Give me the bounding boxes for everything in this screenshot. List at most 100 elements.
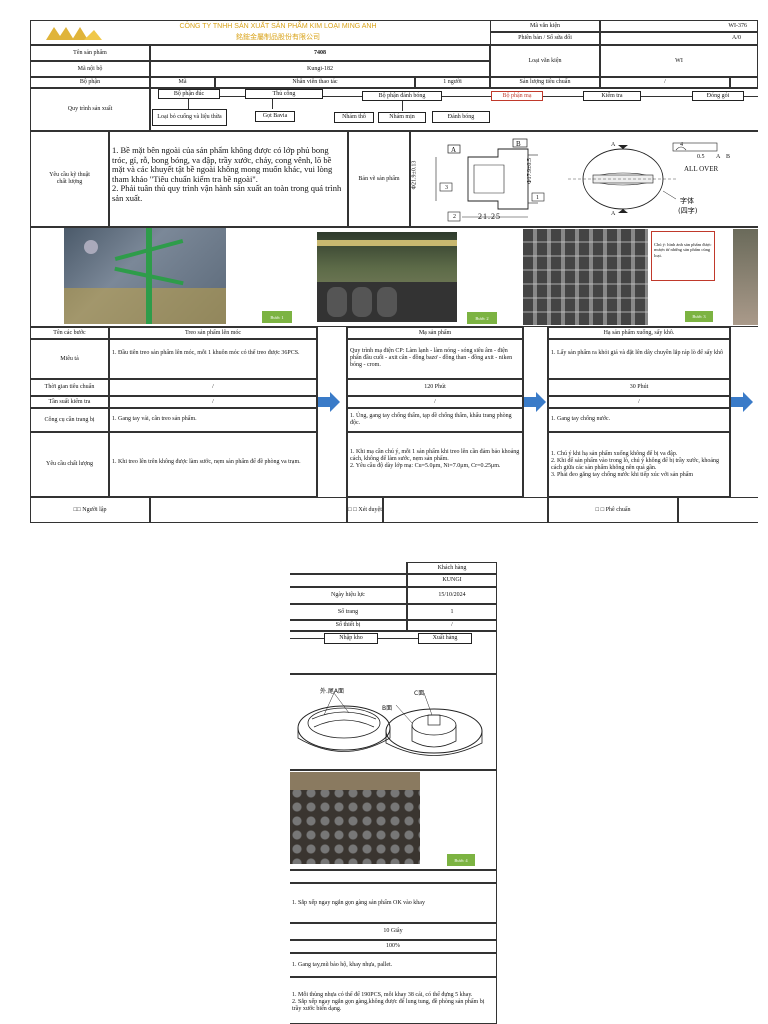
effective-date: 15/10/2024 <box>407 587 497 604</box>
p2-drawing-area <box>290 674 497 770</box>
product-sketch <box>297 692 483 756</box>
photo-step-3 <box>523 229 648 325</box>
drawing-box-1: 1 <box>536 195 539 201</box>
approver-label: □ □ Phê chuẩn <box>548 497 678 523</box>
photo-step-4 <box>290 772 420 864</box>
doc-code-label: Mã văn kiện <box>490 20 600 32</box>
product-drawing <box>435 138 718 222</box>
company-name-vi: CÔNG TY TNHH SẢN XUẤT SẢN PHẨM KIM LOẠI … <box>179 23 377 30</box>
quality-text: 1. Bề mặt bên ngoài của sản phẩm không đ… <box>109 131 348 227</box>
sketch-label-c: C面 <box>414 690 425 697</box>
process-label: Quy trình sản xuất <box>30 88 150 131</box>
creator-label: □□ Người lập <box>30 497 150 523</box>
drawing-box-2: 2 <box>453 214 456 220</box>
p2-photo-area <box>290 770 497 870</box>
step3-time: 30 Phút <box>548 379 730 396</box>
drawing-dim-dia2: Φ17.9±0.5 <box>526 158 533 184</box>
company-logo <box>44 24 104 42</box>
step3-freq: / <box>548 396 730 408</box>
drawing-tolerance-a: A <box>716 154 721 160</box>
drawing-label: Bản vẽ sản phẩm <box>348 131 410 227</box>
step4-quality: 1. Mỗi thùng nhựa có thể để 190PCS, mỗi … <box>290 977 497 1024</box>
internal-code-label: Mã nội bộ <box>30 61 150 77</box>
arrow-right-icon <box>731 392 753 412</box>
logo-cell <box>30 20 490 45</box>
doc-type: WI <box>600 45 758 77</box>
photo-step-3b <box>733 229 758 325</box>
arrow-right-icon <box>524 392 546 412</box>
step2-quality: 1. Khi mạ cần chú ý, mỗi 1 sản phẩm khi … <box>347 432 523 497</box>
device: / <box>407 620 497 631</box>
step3-name: Hạ sản phẩm xuống, sấy khô. <box>548 327 730 339</box>
drawing-box-3: 3 <box>445 185 448 191</box>
quality-label: Yêu cầu kỹ thuật chất lượng <box>30 131 109 227</box>
process-area <box>150 88 758 131</box>
row-label-time: Thời gian tiêu chuẩn <box>30 379 109 396</box>
step1-time: / <box>109 379 317 396</box>
step4-time: 10 Giây <box>290 923 497 940</box>
version: A/0 <box>600 32 758 45</box>
process-step-packing: Đóng gói <box>692 91 744 101</box>
photo-tag-4: Bước 4 <box>447 854 475 866</box>
photo-tag-1: Bước 1 <box>262 311 292 323</box>
operator-label: Nhân viên thao tác <box>215 77 415 88</box>
p2-row-2-left <box>290 574 407 587</box>
process-sub-rough: Nhám thô <box>334 112 374 123</box>
device-label: Số thiết bị <box>290 620 407 631</box>
photo-step-1 <box>64 228 226 324</box>
step1-desc: 1. Đầu tiên treo sản phẩm lên móc, mỗi 1… <box>109 339 317 379</box>
drawing-dim-dia1: Φ21.9±0.13 <box>411 160 418 190</box>
process-sub-polish: Đánh bóng <box>432 111 490 123</box>
step4-desc: 1. Sắp xếp ngay ngắn gọn gàng sản phẩm O… <box>290 883 497 923</box>
photo-tag-3: Bước 3 <box>685 311 713 322</box>
approver-value[interactable] <box>678 497 758 523</box>
drawing-dim-length: 21.25 <box>478 212 501 221</box>
std-output-label: Sản lượng tiêu chuẩn <box>490 77 600 88</box>
p2-name-row <box>290 870 497 883</box>
step2-desc: Quy trình mạ điện CP: Làm lạnh - làm nón… <box>347 339 523 379</box>
pages: 1 <box>407 604 497 620</box>
creator-value[interactable] <box>150 497 347 523</box>
dept-code: Mã <box>150 77 215 88</box>
doc-code: WI-376 <box>600 20 758 32</box>
std-output-extra <box>730 77 758 88</box>
process-step-shipping: Xuất hàng <box>418 633 472 644</box>
pages-label: Số trang <box>290 604 407 620</box>
reviewer-label: □ □ Xét duyệt <box>347 497 383 523</box>
reviewer-value[interactable] <box>383 497 548 523</box>
step2-tools: 1. Ủng, gang tay chống thấm, tạp dề chốn… <box>347 408 523 432</box>
process-step-casting: Bộ phận đúc <box>158 89 220 99</box>
row-label-desc: Miêu tả <box>30 339 109 379</box>
process-step-plating: Bộ phận mạ <box>491 91 543 101</box>
std-output: / <box>600 77 730 88</box>
drawing-label-a: A <box>451 146 457 154</box>
step1-quality: 1. Khi treo lên trên không được làm sước… <box>109 432 317 497</box>
drawing-tolerance-b: B <box>726 154 731 160</box>
process-sub-trim: Loại bỏ cuống và liệu thừa <box>152 109 227 126</box>
process-step-inspection: Kiểm tra <box>583 91 641 101</box>
product-name: 7408 <box>150 45 490 61</box>
process-line <box>185 96 758 97</box>
drawing-box-4: 4 <box>680 142 683 148</box>
row-label-quality: Yêu cầu chất lượng <box>30 432 109 497</box>
operator-count: 1 người <box>415 77 490 88</box>
drawing-tolerance: 0.5 <box>697 154 705 160</box>
sketch-label-b: B面 <box>382 705 393 712</box>
version-label: Phiên bản / Số sửa đổi <box>490 32 600 45</box>
drawing-area <box>410 131 758 227</box>
drawing-label-b: B <box>516 140 521 148</box>
process-step-warehouse-in: Nhập kho <box>324 633 378 644</box>
company-name-cn: 銘鋐金屬制品股份有限公司 <box>236 33 320 41</box>
step1-tools: 1. Gang tay vải, cân treo sản phẩm. <box>109 408 317 432</box>
step2-name: Mạ sản phẩm <box>347 327 523 339</box>
step1-freq: / <box>109 396 317 408</box>
process-step-manual: Thủ công <box>245 89 323 99</box>
step3-desc: 1. Lấy sản phẩm ra khỏi giá và đặt lên d… <box>548 339 730 379</box>
drawing-section-a-bottom: A <box>611 211 616 217</box>
step4-freq: 100% <box>290 940 497 953</box>
step2-freq: / <box>347 396 523 408</box>
p2-top-left <box>290 562 407 574</box>
photo-row <box>30 227 758 327</box>
drawing-font-note-2: (四字) <box>678 207 698 215</box>
doc-type-label: Loại văn kiện <box>490 45 600 77</box>
